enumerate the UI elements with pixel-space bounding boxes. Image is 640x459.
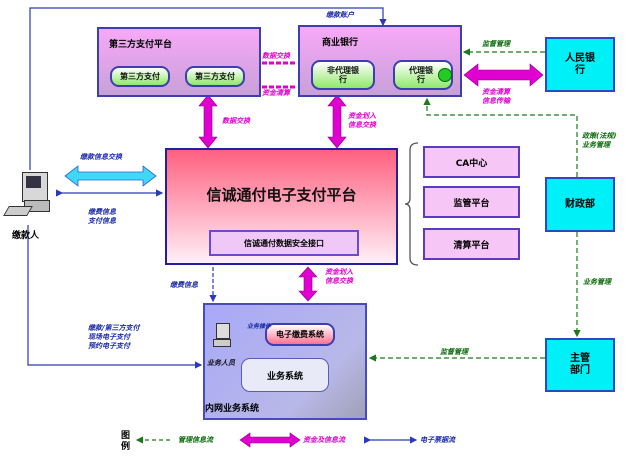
clearing-platform: 清算平台 <box>423 228 520 260</box>
label-line: 资金划入 <box>325 268 353 276</box>
legend-magenta-arrow <box>239 432 301 448</box>
finance-bank-label: 政策(法规)业务管理 <box>582 132 616 150</box>
payer-intranet-line <box>27 225 203 369</box>
payer-main-label: 缴款信息交换 <box>80 153 122 161</box>
third-party-title: 第三方支付平台 <box>109 40 173 50</box>
intranet-title: 内网业务系统 <box>205 404 260 414</box>
label-line: 资金划入 <box>348 112 376 120</box>
third-party-platform: 第三方支付平台 第三方支付 第三方支付 <box>97 27 261 97</box>
bank-main-arrow <box>327 94 347 149</box>
supervision-platform: 监管平台 <box>423 186 520 218</box>
main-payment-platform: 信诚通付电子支付平台 信诚通付数据安全接口 <box>165 148 398 265</box>
label-line: 缴费信息 <box>88 208 116 216</box>
label-line: 政策(法规) <box>582 132 617 140</box>
third-party-item: 第三方支付 <box>185 66 245 87</box>
main-intranet-arrow <box>298 266 318 302</box>
tp-bank-label2: 资金清算 <box>262 89 290 97</box>
label-line: 预约电子支付 <box>88 341 130 350</box>
main-intranet-label: 缴费信息 <box>170 281 198 289</box>
commercial-bank: 商业银行 非代理银行 代理银行 <box>298 25 462 97</box>
third-party-item: 第三方支付 <box>110 66 170 87</box>
staff-computer-icon <box>213 323 231 347</box>
competent-dept: 主管部门 <box>545 338 615 392</box>
competent-intranet-label: 监督管理 <box>440 348 468 356</box>
label-line: 信息传输 <box>482 96 510 105</box>
status-dot-icon <box>438 68 452 82</box>
label-line: 现场电子支付 <box>88 332 130 341</box>
business-system: 业务系统 <box>241 358 329 392</box>
payer-main-label2: 缴费信息支付信息 <box>88 208 116 226</box>
label-line: 资金清算 <box>482 88 510 96</box>
label-line: 信息交换 <box>325 276 353 285</box>
payer-computer-icon <box>3 170 56 222</box>
legend-item-ebill: 电子票据流 <box>420 436 455 444</box>
tp-bank-label: 数据交换 <box>262 52 290 60</box>
pbc-bank-arrow-label: 资金清算信息传输 <box>482 88 510 106</box>
commercial-bank-title: 商业银行 <box>322 38 359 48</box>
legend-title: 图例 <box>121 431 131 452</box>
main-intranet-label2: 资金划入信息交换 <box>325 268 353 286</box>
ca-center: CA中心 <box>423 146 520 178</box>
tp-main-arrow <box>198 94 218 149</box>
top-label: 缴款账户 <box>326 11 354 19</box>
label-line: 信息交换 <box>348 120 376 129</box>
intranet-business-system: 业务人员 电子缴费系统 业务系统 内网业务系统 <box>203 303 367 420</box>
label-line: 支付信息 <box>88 216 116 225</box>
legend-item-management: 管理信息流 <box>178 436 213 444</box>
legend-item-funds: 资金及信息流 <box>303 436 345 444</box>
pbc-bank-arrow <box>463 63 544 87</box>
finance-competent-label: 业务管理 <box>583 278 611 286</box>
staff-epay-label: 业务操作 <box>247 323 272 330</box>
payer-bank-line <box>29 7 387 170</box>
security-interface: 信诚通付数据安全接口 <box>209 230 359 256</box>
main-platform-title: 信诚通付电子支付平台 <box>206 186 357 204</box>
tp-main-label: 数据交换 <box>222 117 250 125</box>
label-line: 缴款/第三方支付 <box>88 324 140 332</box>
payer-intranet-label: 缴款/第三方支付现场电子支付预约电子支付 <box>88 324 140 350</box>
label-line: 业务管理 <box>582 140 610 149</box>
finance-dept: 财政部 <box>545 177 615 232</box>
payer-main-cyan-arrow <box>64 165 157 187</box>
bank-main-label: 资金划入信息交换 <box>348 112 376 130</box>
non-agent-bank: 非代理银行 <box>311 60 375 90</box>
payer-label: 缴款人 <box>12 231 40 241</box>
pbc-bank-label: 监督管理 <box>482 40 510 48</box>
peoples-bank: 人民银行 <box>545 37 615 92</box>
brace <box>404 142 419 266</box>
finance-bank-dashed <box>423 97 578 177</box>
epay-system: 电子缴费系统 <box>265 323 335 346</box>
staff-label: 业务人员 <box>207 359 235 367</box>
